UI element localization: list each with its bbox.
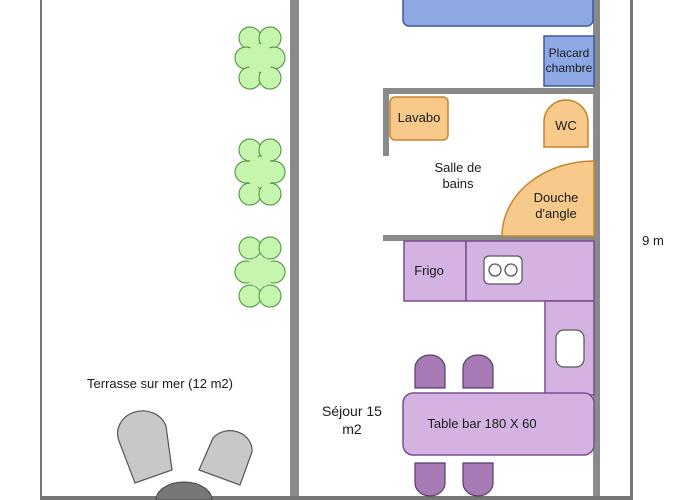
table-bar-label: Table bar 180 X 60 [427, 416, 537, 431]
stool [462, 354, 494, 389]
cooktop [483, 255, 523, 285]
cooktop-burner [488, 263, 502, 277]
sejour-label: Séjour 15 m2 [322, 403, 382, 437]
terrasse-label: Terrasse sur mer (12 m2) [87, 376, 233, 391]
table-bar [402, 392, 595, 456]
plant [234, 138, 286, 206]
wc-label: WC [555, 118, 577, 133]
lavabo [389, 96, 449, 141]
frigo [403, 240, 467, 302]
frigo-label: Frigo [414, 263, 444, 278]
plant [234, 26, 286, 90]
placard-label: Placard chambre [545, 46, 593, 75]
partition-top [383, 88, 600, 94]
bed [402, 0, 594, 27]
inner-right-wall [593, 0, 600, 500]
bottom-edge [40, 496, 633, 500]
terrace-wall [290, 0, 299, 500]
outer-left-wall [40, 0, 42, 500]
outer-right-wall [630, 0, 633, 500]
terrace-table [155, 481, 213, 500]
wc [543, 99, 589, 148]
sink [555, 329, 585, 368]
plant [234, 236, 286, 308]
douche [501, 160, 595, 237]
partition-top-left [383, 88, 389, 156]
partition-bath-kitchen [383, 235, 600, 241]
stool [462, 462, 494, 497]
douche-label: Douche d'angle [533, 190, 579, 222]
lavabo-label: Lavabo [397, 110, 441, 125]
cooktop-burner [504, 263, 518, 277]
placard [543, 35, 595, 87]
terrace-chair [116, 410, 173, 484]
salle-label: Salle de bains [434, 160, 482, 192]
stool [414, 354, 446, 389]
stool [414, 462, 446, 497]
terrace-chair [198, 430, 253, 486]
dimension-label: 9 m [642, 233, 664, 248]
